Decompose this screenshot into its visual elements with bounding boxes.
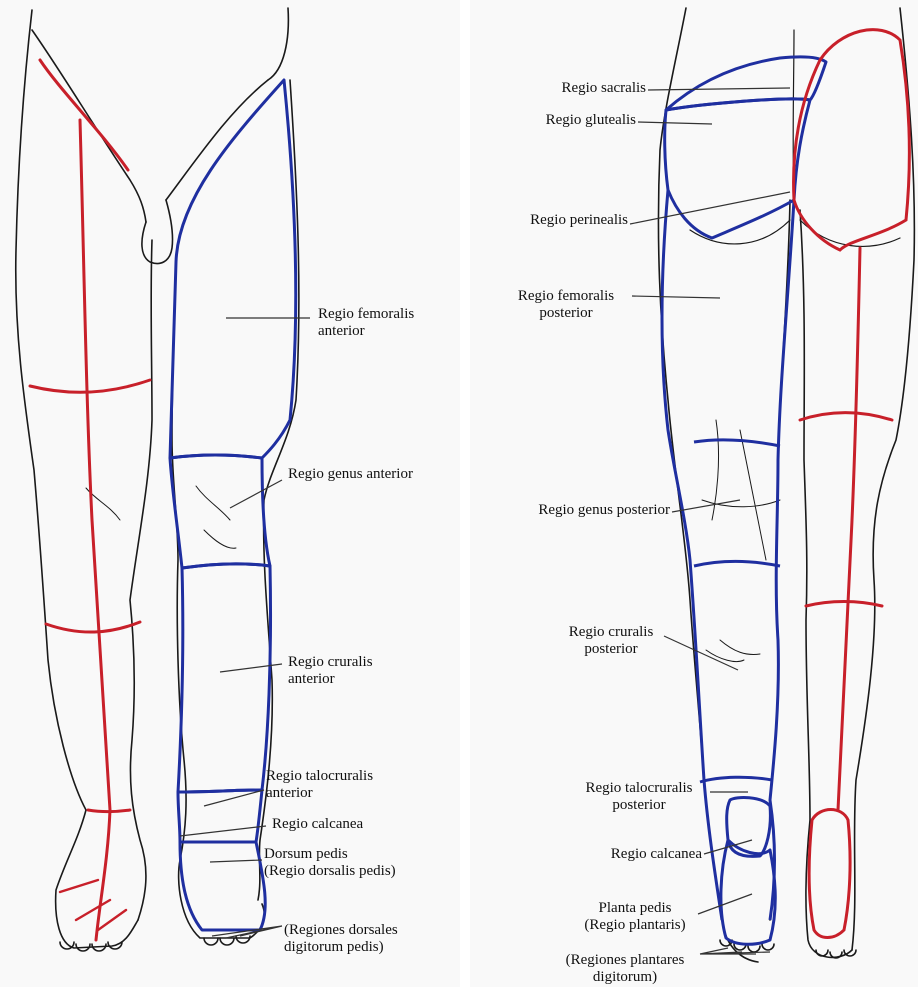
label-line: Regio femoralis [318,306,414,323]
label-sacralis: Regio sacralis [508,80,646,97]
label-line: Regio perinealis [490,212,628,229]
label-line: Regio talocruralis [266,768,373,785]
label-line: (Regiones plantares [550,952,700,969]
label-line: Planta pedis [572,900,698,917]
label-calcanea-anterior: Regio calcanea [272,816,363,833]
label-line: posterior [568,797,710,814]
label-line: digitorum pedis) [284,939,398,956]
label-line: anterior [266,785,373,802]
label-line: posterior [500,305,632,322]
label-planta-pedis: Planta pedis (Regio plantaris) [572,900,698,934]
label-glutealis: Regio glutealis [500,112,636,129]
label-line: posterior [556,641,666,658]
label-line: Regio femoralis [500,288,632,305]
red-ankle-band [88,810,130,812]
label-genus-posterior: Regio genus posterior [490,502,670,519]
label-line: Regio sacralis [508,80,646,97]
label-genus-anterior: Regio genus anterior [288,466,413,483]
label-line: Regio calcanea [570,846,702,863]
label-calcanea-posterior: Regio calcanea [570,846,702,863]
label-line: Regio cruralis [288,654,373,671]
label-line: (Regiones dorsales [284,922,398,939]
label-line: Regio talocruralis [568,780,710,797]
label-line: (Regio plantaris) [572,917,698,934]
label-cruralis-posterior: Regio cruralis posterior [556,624,666,658]
label-line: anterior [288,671,373,688]
label-line: Regio cruralis [556,624,666,641]
label-line: (Regio dorsalis pedis) [264,863,396,880]
label-perinealis: Regio perinealis [490,212,628,229]
label-talocruralis-posterior: Regio talocruralis posterior [568,780,710,814]
label-plantares-digitorum: (Regiones plantares digitorum) [550,952,700,986]
label-line: Regio genus anterior [288,466,413,483]
label-femoralis-posterior: Regio femoralis posterior [500,288,632,322]
label-dorsum-pedis: Dorsum pedis (Regio dorsalis pedis) [264,846,396,880]
label-line: Regio glutealis [500,112,636,129]
label-line: Dorsum pedis [264,846,396,863]
label-line: anterior [318,323,414,340]
label-dorsales-digitorum: (Regiones dorsales digitorum pedis) [284,922,398,956]
label-line: digitorum) [550,969,700,986]
label-cruralis-anterior: Regio cruralis anterior [288,654,373,688]
label-femoralis-anterior: Regio femoralis anterior [318,306,414,340]
label-line: Regio genus posterior [490,502,670,519]
label-talocruralis-anterior: Regio talocruralis anterior [266,768,373,802]
label-line: Regio calcanea [272,816,363,833]
